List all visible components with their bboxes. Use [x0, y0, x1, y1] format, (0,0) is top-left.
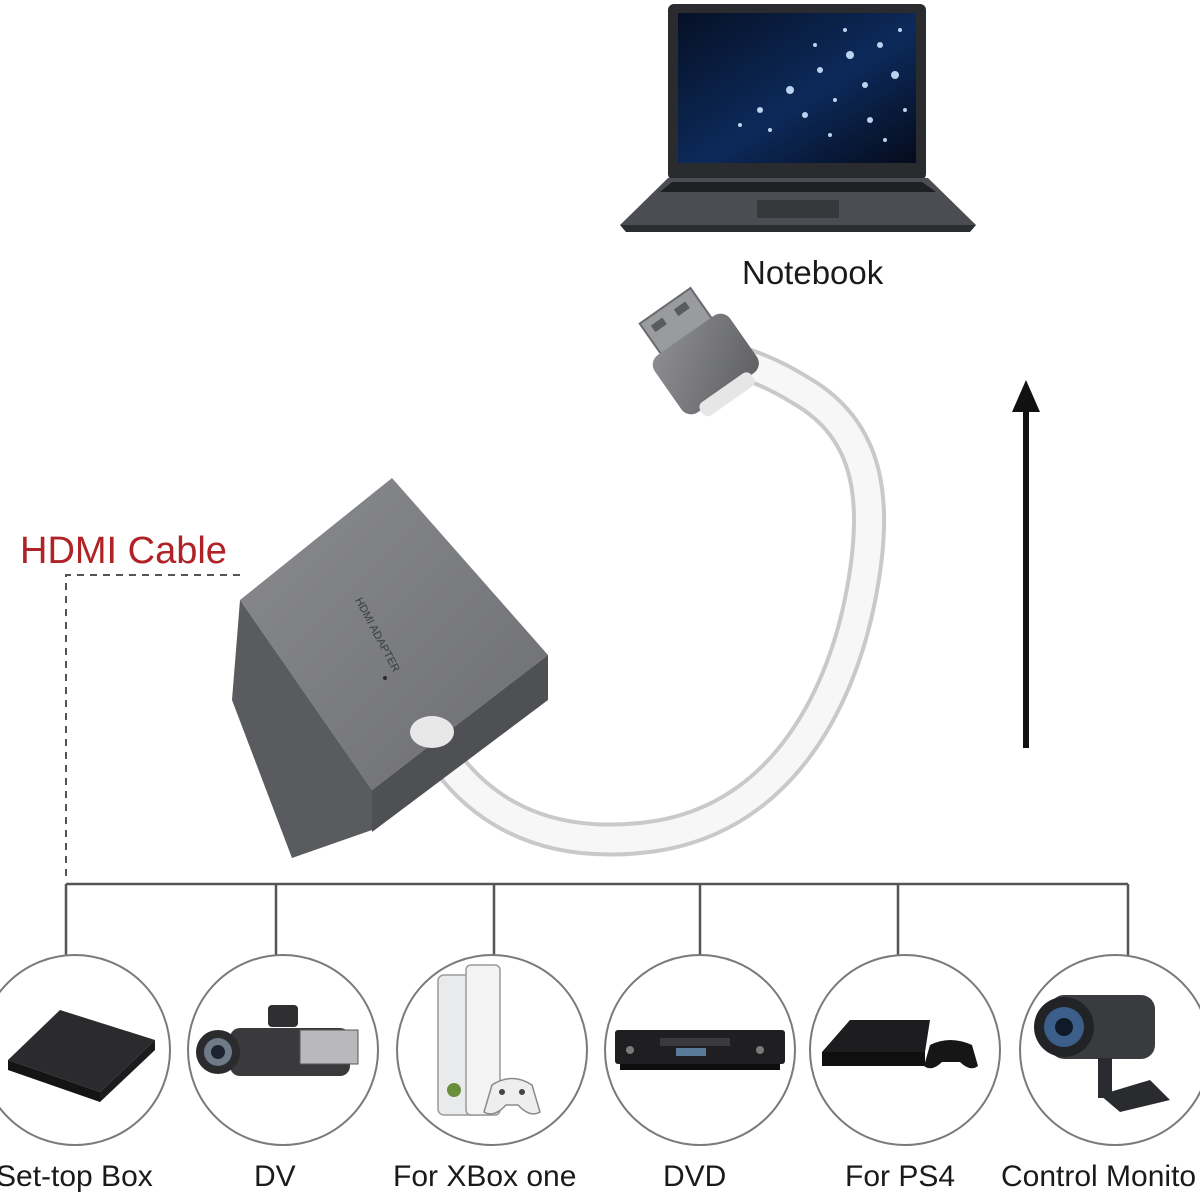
device-label-set-top-box: Set-top Box [0, 1160, 153, 1193]
dvd-player-icon [615, 1030, 785, 1070]
device-label-control-monitor: Control Monito [1001, 1160, 1197, 1193]
device-circles [0, 954, 1200, 1146]
device-label-dv: DV [254, 1160, 296, 1193]
ps4-console-icon [822, 1020, 978, 1069]
notebook-label: Notebook [742, 254, 884, 291]
hdmi-cable-label: HDMI Cable [20, 530, 227, 572]
device-label-ps4: For PS4 [845, 1160, 956, 1193]
hdmi-usb-cable [413, 338, 887, 857]
set-top-box-icon [8, 1010, 155, 1102]
upload-arrow-icon [1012, 380, 1040, 748]
notebook-icon [620, 4, 976, 232]
security-camera-icon [1034, 995, 1170, 1112]
device-label-xbox: For XBox one [393, 1160, 577, 1193]
hdmi-adapter-box: HDMI ADAPTER [232, 478, 548, 858]
xbox-console-icon [437, 964, 541, 1116]
device-bus-lines [64, 882, 1130, 960]
usb-connector [638, 286, 759, 417]
camcorder-icon [196, 1005, 359, 1076]
hdmi-cable-dashed-line [65, 574, 240, 880]
device-label-dvd: DVD [663, 1160, 727, 1193]
